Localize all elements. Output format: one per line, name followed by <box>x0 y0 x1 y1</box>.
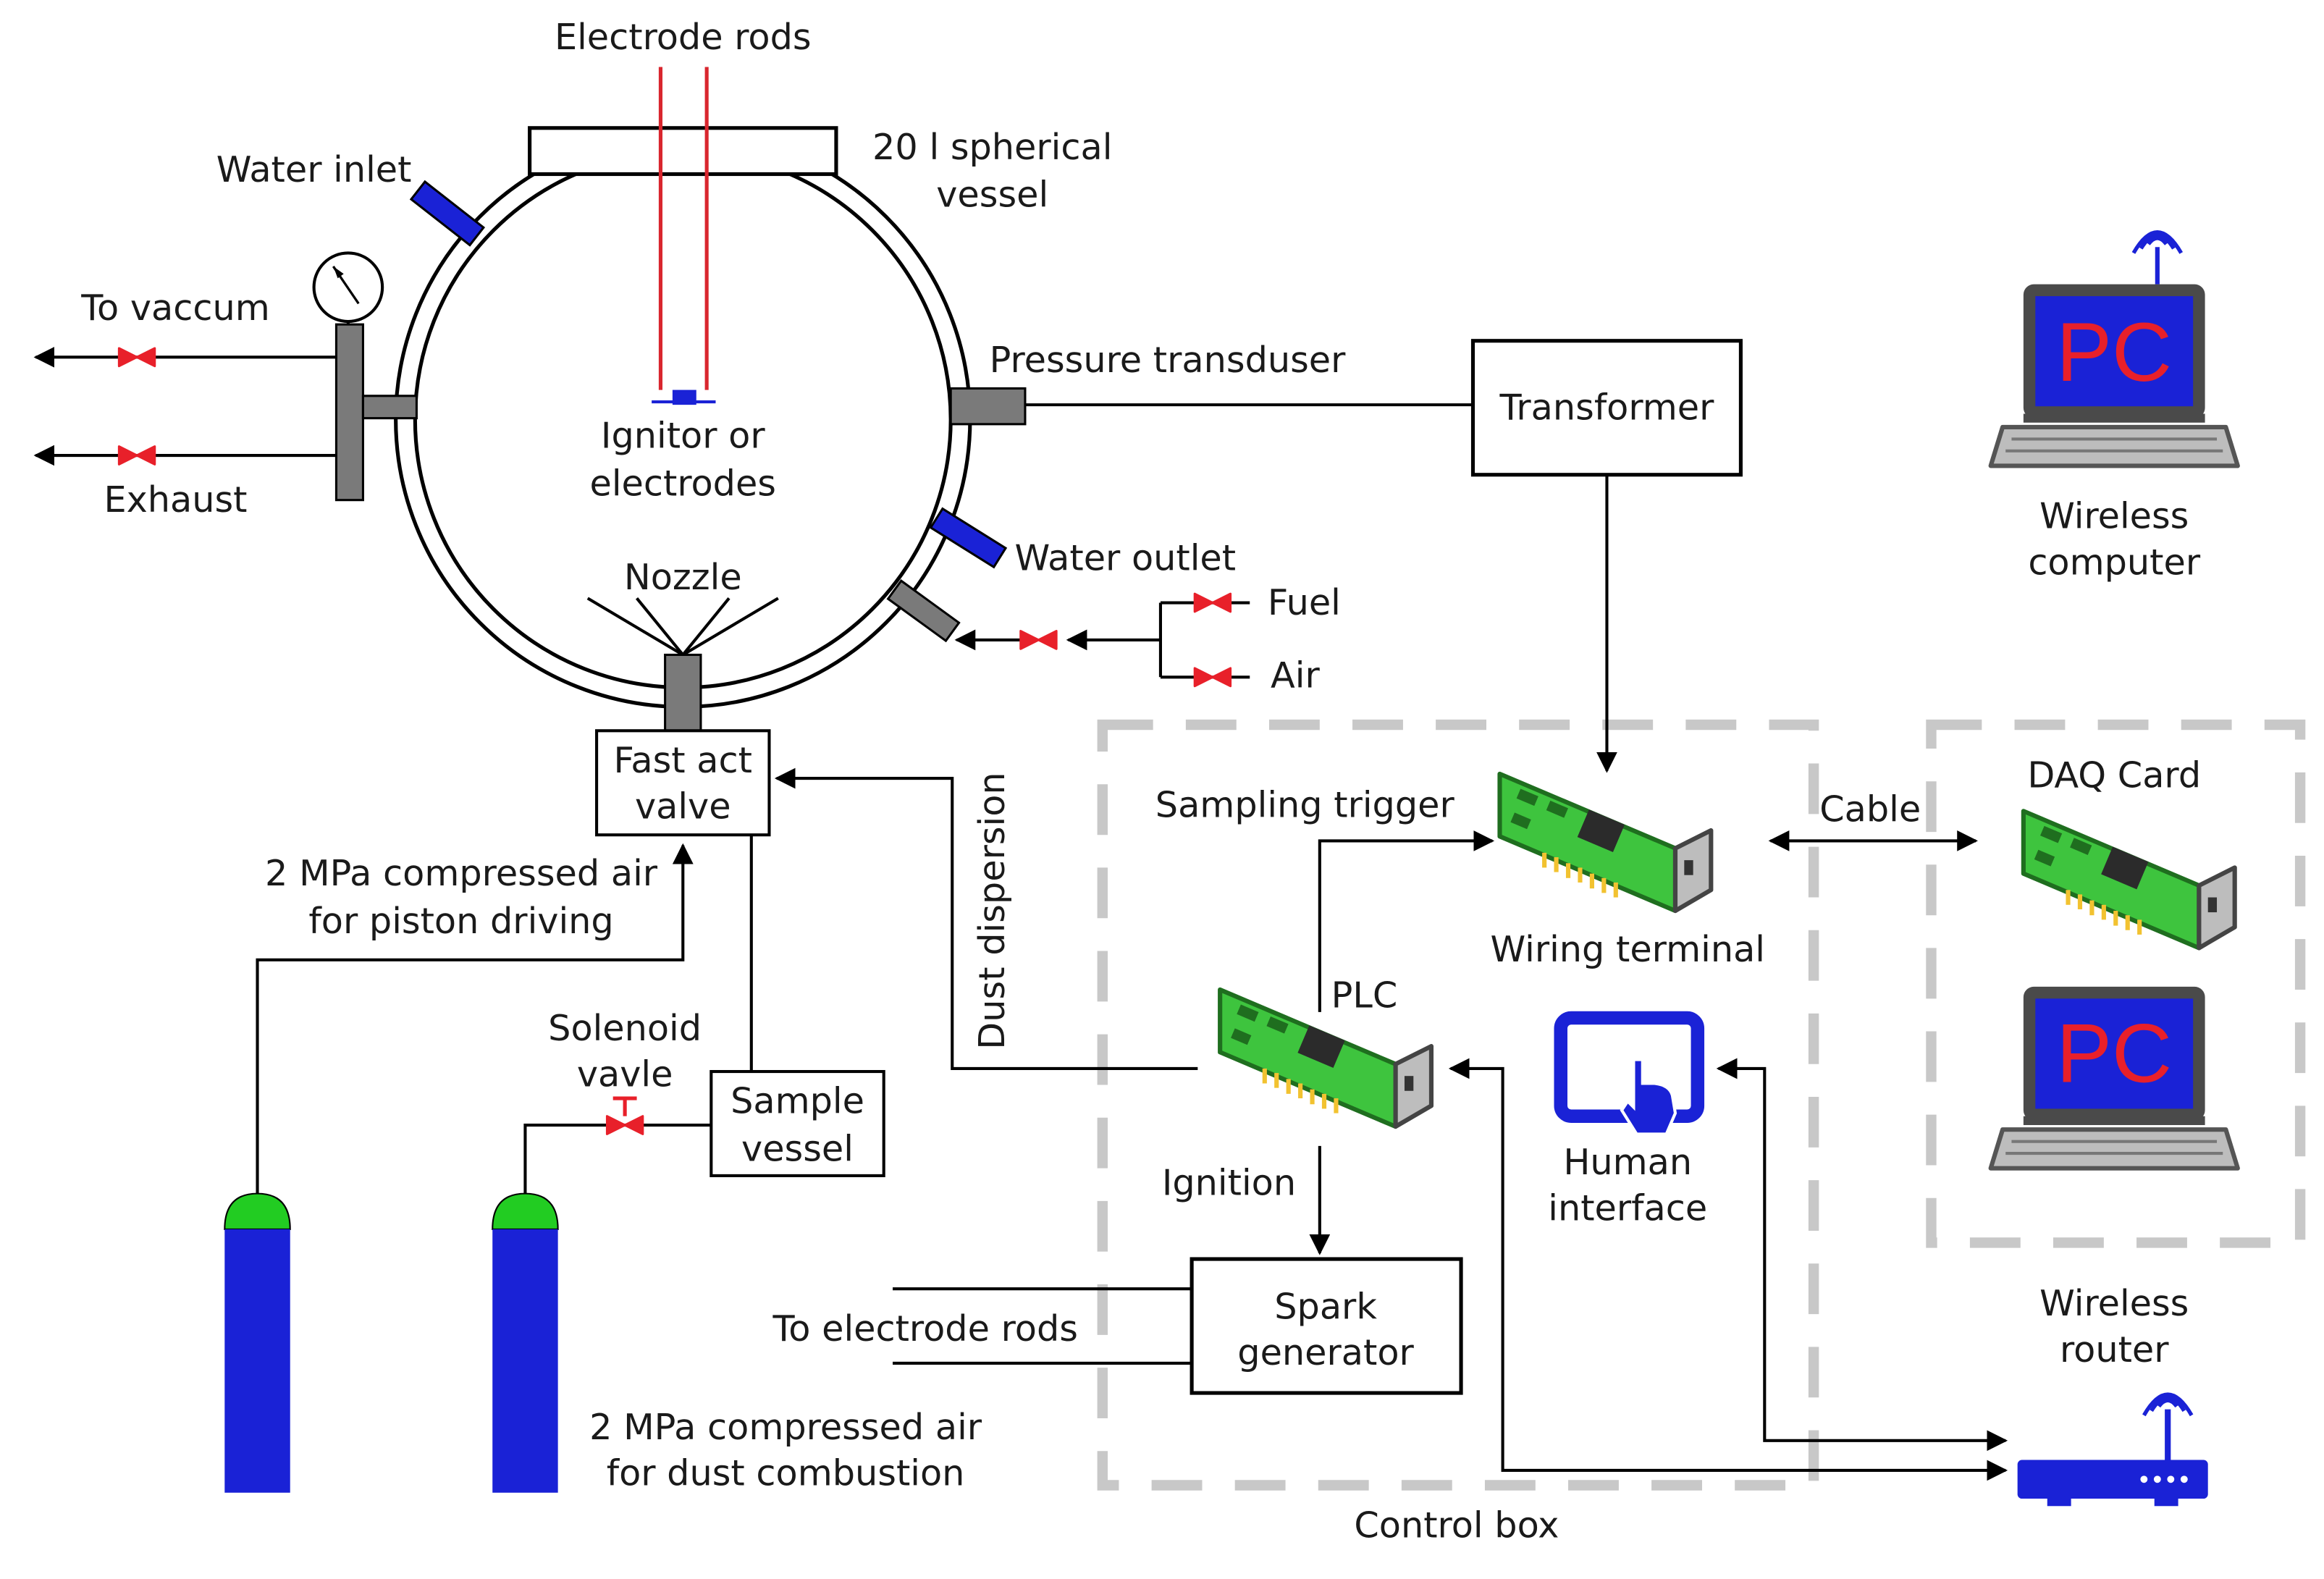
router-to-hmi-link <box>1716 1058 2008 1452</box>
transformer-box <box>1470 339 1743 477</box>
spherical-vessel <box>394 126 972 709</box>
combustion-air-cylinder <box>492 1192 559 1493</box>
spark-generator-box <box>1190 1257 1463 1395</box>
label-air: Air <box>1271 654 1320 696</box>
label-nozzle: Nozzle <box>624 556 742 598</box>
label-wireless-router-1: Wireless <box>2039 1282 2189 1324</box>
label-ignitor-1: Ignitor or <box>601 415 765 457</box>
touch-screen-icon <box>1554 1011 1705 1136</box>
wireless-laptop-icon: PC <box>1991 232 2238 466</box>
air-valve-icon <box>1193 667 1232 688</box>
water-outlet-port <box>929 507 1008 569</box>
nozzle <box>586 597 779 733</box>
label-spark-2: generator <box>1237 1331 1414 1373</box>
label-vessel-1: 20 l spherical <box>872 126 1112 168</box>
pressure-gauge-icon <box>312 251 384 325</box>
plc-board-icon <box>1220 990 1431 1127</box>
label-dust-dispersion: Dust dispersion <box>971 772 1013 1049</box>
label-exhaust: Exhaust <box>104 479 247 521</box>
label-combustion-air-2: for dust combustion <box>607 1452 965 1494</box>
label-piston-air-2: for piston driving <box>308 900 613 942</box>
label-fuel: Fuel <box>1268 581 1341 623</box>
label-transformer: Transformer <box>1499 387 1715 429</box>
combustion-air-line <box>523 1123 712 1194</box>
wiring-terminal-board-icon <box>1499 774 1711 911</box>
label-to-electrode-rods: To electrode rods <box>772 1308 1078 1349</box>
fuel-inlet-valve-icon <box>1019 630 1058 650</box>
label-solenoid-1: Solenoid <box>548 1007 702 1049</box>
label-water-inlet: Water inlet <box>216 148 412 190</box>
label-cable: Cable <box>1819 788 1921 830</box>
fuel-valve-icon <box>1193 592 1232 613</box>
pressure-transducer-port <box>949 387 1027 426</box>
fast-act-valve-box <box>595 729 771 837</box>
label-pressure-transducer: Pressure transduser <box>990 339 1347 381</box>
vacuum-valve-icon <box>117 347 156 368</box>
label-electrode-rods: Electrode rods <box>555 16 812 58</box>
label-wireless-computer-1: Wireless <box>2039 495 2189 537</box>
electrode-rods <box>652 67 716 405</box>
wireless-router-icon <box>2017 1394 2208 1507</box>
control-laptop-icon: PC <box>1991 987 2238 1169</box>
label-human-interface-2: interface <box>1548 1187 1707 1229</box>
solenoid-valve-icon <box>605 1096 644 1135</box>
fuel-inlet-port <box>886 579 961 643</box>
label-water-outlet: Water outlet <box>1015 536 1237 578</box>
label-sample-vessel-2: vessel <box>741 1127 854 1169</box>
router-to-plc-link <box>1448 1058 2008 1481</box>
daq-card-board-icon <box>2024 811 2235 948</box>
label-combustion-air-1: 2 MPa compressed air <box>589 1406 982 1448</box>
label-ignitor-2: electrodes <box>590 463 776 505</box>
label-piston-air-1: 2 MPa compressed air <box>265 852 658 894</box>
piston-air-cylinder <box>224 1192 291 1493</box>
label-ignition: Ignition <box>1162 1162 1296 1204</box>
label-sampling-trigger: Sampling trigger <box>1155 784 1455 826</box>
label-wireless-router-2: router <box>2060 1329 2169 1370</box>
vacuum-exhaust-manifold <box>334 323 418 502</box>
label-daq-card: DAQ Card <box>2027 754 2201 796</box>
wireless-pc-screen-text: PC <box>2056 306 2172 399</box>
fuel-air-feed-lines <box>954 601 1250 679</box>
label-vessel-2: vessel <box>936 174 1048 216</box>
label-wireless-computer-2: computer <box>2028 541 2201 583</box>
dust-dispersion-line <box>774 767 1198 1070</box>
exhaust-valve-icon <box>117 445 156 466</box>
label-plc: PLC <box>1331 974 1398 1016</box>
piston-air-line <box>256 843 694 1194</box>
control-pc-screen-text: PC <box>2056 1007 2172 1100</box>
label-sample-vessel-1: Sample <box>731 1080 864 1122</box>
label-spark-1: Spark <box>1274 1285 1377 1327</box>
label-fast-valve-2: valve <box>635 786 731 828</box>
label-fast-valve-1: Fast act <box>614 739 752 781</box>
sampling-trigger-line <box>1318 830 1495 1012</box>
label-human-interface-1: Human <box>1563 1141 1692 1183</box>
water-inlet-port <box>409 180 486 247</box>
label-wiring-terminal: Wiring terminal <box>1490 928 1765 970</box>
label-to-vaccum: To vaccum <box>80 287 269 329</box>
label-control-box: Control box <box>1354 1504 1559 1546</box>
daq-pc-frame <box>1926 719 2306 1248</box>
label-solenoid-2: vavle <box>577 1053 673 1095</box>
